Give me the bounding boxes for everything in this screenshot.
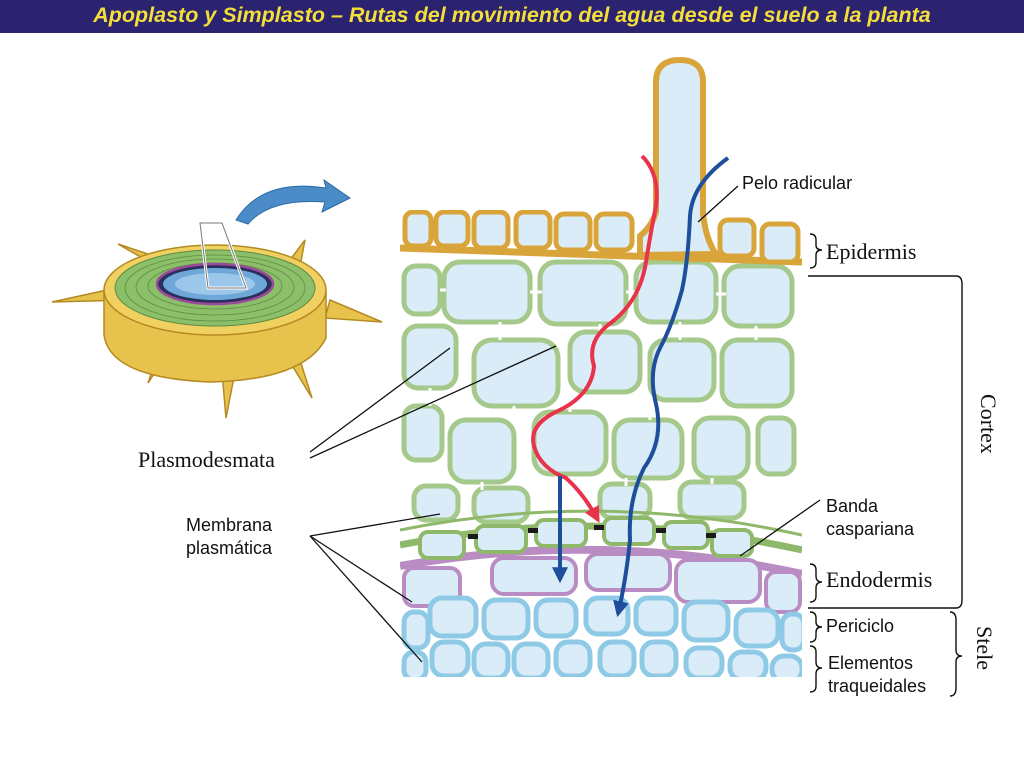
cortex-label: Cortex [976, 394, 1001, 454]
root-cross-section-icon [51, 221, 383, 419]
title-bar: Apoplasto y Simplasto – Rutas del movimi… [0, 0, 1024, 33]
stele-label: Stele [972, 626, 997, 670]
brackets [808, 233, 963, 697]
casparian-band-label-line1: Banda [826, 496, 879, 516]
plasmodesmata-label: Plasmodesmata [138, 447, 275, 472]
membrane-label-line2: plasmática [186, 538, 273, 558]
pericycle-label: Periciclo [826, 616, 895, 636]
tissue-section [400, 210, 802, 677]
slide-title: Apoplasto y Simplasto – Rutas del movimi… [93, 3, 931, 27]
casparian-band-label-line2: caspariana [826, 519, 915, 539]
membrane-label-line1: Membrana [186, 515, 273, 535]
tracheary-label-line2: traqueidales [828, 676, 927, 696]
apoplast-path [531, 154, 659, 523]
pointer-lines [309, 185, 821, 663]
curved-arrow-icon [235, 178, 351, 225]
tracheary-label-line1: Elementos [828, 653, 914, 673]
symplast-path [613, 156, 730, 618]
root-hair-label: Pelo radicular [742, 173, 853, 193]
epidermis-label: Epidermis [826, 239, 917, 264]
endodermis-label: Endodermis [826, 567, 933, 592]
